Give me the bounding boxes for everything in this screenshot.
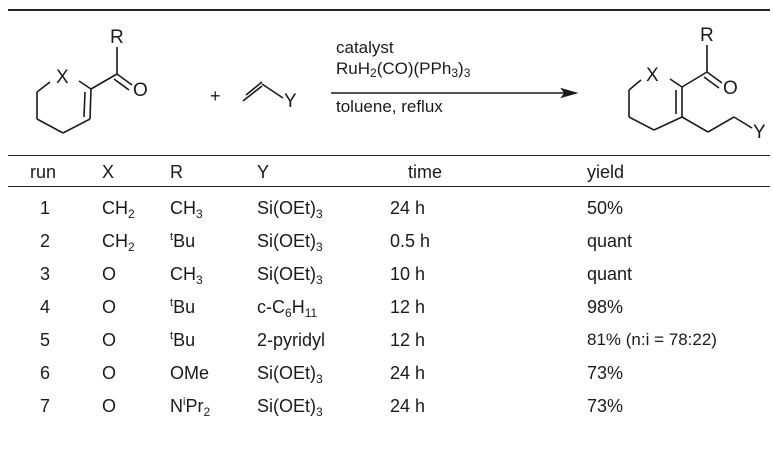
condition-catalyst-formula: RuH2(CO)(PPh3)3	[336, 59, 471, 80]
table-row: 4 O tBu c-C6H11 12 h 98%	[0, 296, 773, 320]
cell-yield: 98%	[587, 297, 624, 317]
cell-r: OMe	[170, 363, 210, 383]
middle-rule	[8, 155, 770, 156]
cell-y: Si(OEt)3	[257, 363, 323, 386]
reactant-o-label: O	[133, 80, 148, 101]
header-rule	[8, 186, 770, 187]
reaction-arrow	[331, 87, 579, 99]
cell-r: CH3	[170, 264, 203, 287]
reactant-x-label: X	[56, 67, 69, 88]
header-y: Y	[257, 162, 270, 182]
table-row: 1 CH2 CH3 Si(OEt)3 24 h 50%	[0, 197, 773, 221]
header-r: R	[170, 162, 183, 182]
cell-yield: 81% (n:i = 78:22)	[587, 330, 717, 349]
cell-yield: quant	[587, 231, 633, 251]
cell-run: 4	[40, 297, 51, 317]
cell-run: 7	[40, 396, 51, 416]
cell-run: 6	[40, 363, 51, 383]
cell-r: tBu	[170, 330, 196, 350]
product-r-label: R	[700, 25, 714, 46]
cell-run: 1	[40, 198, 51, 218]
cell-r: CH3	[170, 198, 203, 221]
cell-yield: quant	[587, 264, 633, 284]
cell-time: 12 h	[390, 330, 426, 350]
cell-time: 24 h	[390, 363, 426, 383]
top-rule	[8, 9, 770, 11]
cell-x: O	[102, 363, 117, 383]
header-yield: yield	[587, 162, 625, 182]
plus-sign: +	[210, 86, 221, 106]
cell-y: c-C6H11	[257, 297, 318, 320]
table-row: 2 CH2 tBu Si(OEt)3 0.5 h quant	[0, 230, 773, 254]
reactant-structure	[36, 47, 133, 134]
table-row: 3 O CH3 Si(OEt)3 10 h quant	[0, 263, 773, 287]
cell-y: Si(OEt)3	[257, 264, 323, 287]
product-o-label: O	[723, 78, 738, 99]
reaction-scheme: R X O + Y	[36, 25, 766, 143]
cell-y: Si(OEt)3	[257, 231, 323, 254]
cell-yield: 73%	[587, 363, 624, 383]
cell-run: 2	[40, 231, 51, 251]
header-run: run	[30, 162, 57, 182]
cell-yield: 73%	[587, 396, 624, 416]
reactant-r-label: R	[110, 27, 124, 48]
alkene-structure	[242, 81, 284, 102]
cell-x: CH2	[102, 231, 135, 254]
cell-x: CH2	[102, 198, 135, 221]
alkene-y-label: Y	[284, 91, 297, 112]
cell-x: O	[102, 264, 117, 284]
cell-y: Si(OEt)3	[257, 198, 323, 221]
cell-x: O	[102, 396, 117, 416]
cell-x: O	[102, 297, 117, 317]
product-x-label: X	[646, 65, 659, 86]
cell-time: 12 h	[390, 297, 426, 317]
cell-r: tBu	[170, 297, 196, 317]
cell-r: tBu	[170, 231, 196, 251]
table-row: 5 O tBu 2-pyridyl 12 h 81% (n:i = 78:22)	[0, 329, 773, 353]
cell-run: 5	[40, 330, 51, 350]
cell-x: O	[102, 330, 117, 350]
product-y-label: Y	[753, 122, 766, 143]
cell-y: Si(OEt)3	[257, 396, 323, 419]
header-x: X	[102, 162, 115, 182]
cell-y: 2-pyridyl	[257, 330, 326, 350]
cell-r: NiPr2	[170, 396, 211, 419]
product-structure	[628, 45, 753, 133]
condition-catalyst-label: catalyst	[336, 38, 394, 57]
condition-solvent: toluene, reflux	[336, 97, 443, 116]
cell-time: 10 h	[390, 264, 426, 284]
table-row: 6 O OMe Si(OEt)3 24 h 73%	[0, 362, 773, 386]
cell-yield: 50%	[587, 198, 624, 218]
cell-time: 24 h	[390, 198, 426, 218]
table-row: 7 O NiPr2 Si(OEt)3 24 h 73%	[0, 395, 773, 419]
cell-run: 3	[40, 264, 51, 284]
header-time: time	[408, 162, 443, 182]
cell-time: 24 h	[390, 396, 426, 416]
cell-time: 0.5 h	[390, 231, 431, 251]
